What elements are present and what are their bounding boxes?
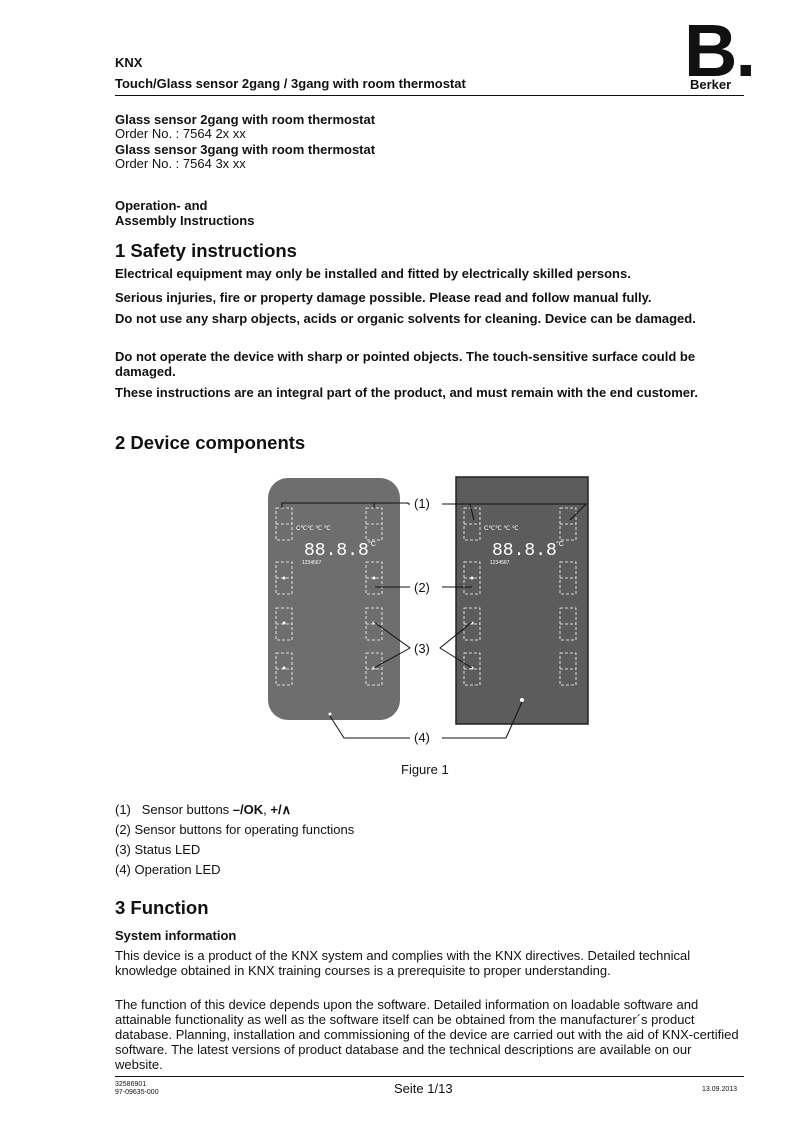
svg-text:1234567: 1234567 xyxy=(490,560,510,566)
footer-page-number: Seite 1/13 xyxy=(394,1081,453,1096)
svg-text:C℃℃ ℃ ℃: C℃℃ ℃ ℃ xyxy=(484,526,519,532)
footer-divider xyxy=(115,1076,744,1077)
footer-doc-number-2: 97-09635-000 xyxy=(115,1089,159,1096)
component-legend: (1) Sensor buttons –/OK, +/∧ (2) Sensor … xyxy=(115,800,354,880)
svg-text:°C: °C xyxy=(368,540,376,548)
callout-2: (2) xyxy=(414,580,430,595)
svg-text:°C: °C xyxy=(556,540,564,548)
display-digits-left: 88.8.8 xyxy=(304,541,369,561)
system-info-paragraph-1: This device is a product of the KNX syst… xyxy=(115,948,691,978)
safety-item-4: Do not operate the device with sharp or … xyxy=(115,349,696,379)
callout-3: (3) xyxy=(414,641,430,656)
svg-text:C℃℃ ℃ ℃: C℃℃ ℃ ℃ xyxy=(296,526,331,532)
safety-item-5: These instructions are an integral part … xyxy=(115,385,698,400)
section-2-heading: 2 Device components xyxy=(115,432,306,453)
safety-item-1: Electrical equipment may only be install… xyxy=(115,266,631,281)
safety-item-2: Serious injuries, fire or property damag… xyxy=(115,290,652,305)
device-components-figure: C℃℃ ℃ ℃ 88.8.8 °C 1234567 C℃℃ ℃ ℃ 88.8.8… xyxy=(268,476,589,745)
system-information-subheading: System information xyxy=(115,928,237,943)
product-name-2: Glass sensor 3gang with room thermostat xyxy=(115,142,376,157)
footer-doc-number: 32586901 xyxy=(115,1081,147,1088)
device-2gang-body xyxy=(268,478,400,720)
section-1-heading: 1 Safety instructions xyxy=(115,240,297,261)
system-info-paragraph-2: The function of this device depends upon… xyxy=(115,997,739,1072)
figure-caption: Figure 1 xyxy=(401,762,449,777)
document-title: Touch/Glass sensor 2gang / 3gang with ro… xyxy=(115,76,466,91)
berker-logo-mark: B. xyxy=(684,9,756,92)
legend-item-4: (4) Operation LED xyxy=(115,862,221,877)
section-3-heading: 3 Function xyxy=(115,897,209,918)
display-digits-right: 88.8.8 xyxy=(492,541,557,561)
product-order-1: Order No. : 7564 2x xx xyxy=(115,126,246,141)
doc-type-line1: Operation- and xyxy=(115,198,208,213)
callout-4: (4) xyxy=(414,730,430,745)
legend-item-2: (2) Sensor buttons for operating functio… xyxy=(115,822,355,837)
product-order-2: Order No. : 7564 3x xx xyxy=(115,156,246,171)
doc-type-line2: Assembly Instructions xyxy=(115,213,255,228)
header-divider xyxy=(115,95,744,96)
callout-1: (1) xyxy=(414,496,430,511)
device-3gang-body xyxy=(455,476,589,725)
legend-item-3: (3) Status LED xyxy=(115,842,201,857)
svg-text:1234567: 1234567 xyxy=(302,560,322,566)
footer-date: 13.09.2013 xyxy=(702,1086,738,1093)
header-brand: KNX xyxy=(115,55,143,70)
berker-logo-text: Berker xyxy=(690,77,732,92)
safety-item-3: Do not use any sharp objects, acids or o… xyxy=(115,311,696,326)
product-name-1: Glass sensor 2gang with room thermostat xyxy=(115,112,376,127)
legend-item-1: (1) Sensor buttons –/OK, +/∧ xyxy=(115,802,292,817)
